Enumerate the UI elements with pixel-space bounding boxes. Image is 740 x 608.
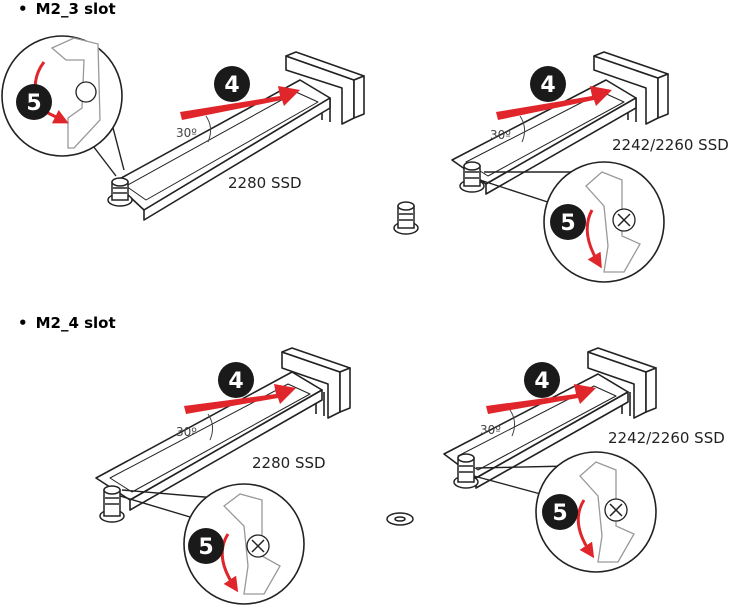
angle-label: 30º <box>480 423 501 437</box>
standoff-icon <box>459 161 485 193</box>
step-badge-4: 4 <box>224 73 239 98</box>
step-badge-5: 5 <box>552 501 567 526</box>
step-badge-icon: 4 <box>524 362 560 398</box>
zoom-callout: 5 <box>183 483 305 605</box>
panel-m2-3-2242-2260: 30º 4 2242/2260 SSD 5 <box>451 51 729 283</box>
latch-clip-icon <box>579 461 635 563</box>
zoom-callout: 5 <box>535 451 657 573</box>
standoff-icon <box>99 485 125 523</box>
latch-clip-icon <box>50 37 101 149</box>
callout-line <box>89 141 117 177</box>
section-title-m2-4: •M2_4 slot <box>18 314 116 332</box>
step-badge-icon: 4 <box>214 66 250 102</box>
ssd-size-label: 2242/2260 SSD <box>612 136 729 154</box>
panel-m2-4-2242-2260: 30º 4 2242/2260 SSD 5 <box>443 347 725 573</box>
zoom-callout: 5 <box>1 35 123 157</box>
latch-clip-icon <box>585 171 641 273</box>
insert-arrow-icon <box>180 86 300 120</box>
m2-slot-icon <box>281 347 351 419</box>
callout-line <box>121 489 217 499</box>
m2-slot-icon <box>593 51 669 125</box>
step-badge-icon: 4 <box>218 362 254 398</box>
callout-line <box>119 495 201 521</box>
step-badge-icon: 5 <box>16 84 52 120</box>
angle-label: 30º <box>490 128 511 142</box>
standoff-icon <box>453 453 479 489</box>
ssd-card-icon <box>113 79 331 221</box>
section-title-m2-3: •M2_3 slot <box>18 0 116 18</box>
step-badge-5: 5 <box>198 535 213 560</box>
latch-clip-icon <box>223 493 281 595</box>
ssd-size-label: 2280 SSD <box>252 454 326 472</box>
ssd-size-label: 2242/2260 SSD <box>608 429 725 447</box>
washer-icon <box>386 512 414 526</box>
step-badge-4: 4 <box>228 369 243 394</box>
callout-line <box>473 475 549 497</box>
step-badge-icon: 5 <box>542 494 578 530</box>
step-badge-icon: 4 <box>530 66 566 102</box>
standoff-icon <box>393 201 419 235</box>
ssd-size-label: 2280 SSD <box>228 174 302 192</box>
insert-arrow-icon <box>184 384 296 414</box>
insert-arrow-icon <box>496 86 612 120</box>
zoom-callout: 5 <box>543 161 665 283</box>
m2-slot-icon <box>587 347 657 419</box>
angle-label: 30º <box>176 126 197 140</box>
step-badge-4: 4 <box>534 369 549 394</box>
step-badge-5: 5 <box>560 211 575 236</box>
standoff-icon <box>107 177 133 207</box>
angle-label: 30º <box>176 425 197 439</box>
callout-line <box>475 465 571 469</box>
rotate-arrow-icon <box>220 533 239 593</box>
step-badge-icon: 5 <box>550 204 586 240</box>
panel-m2-3-2280: 30º 4 2280 SSD 5 <box>1 35 365 221</box>
step-badge-icon: 5 <box>188 528 224 564</box>
ssd-card-icon <box>95 371 323 511</box>
rotate-arrow-icon <box>585 209 602 269</box>
step-badge-4: 4 <box>540 73 555 98</box>
step-badge-5: 5 <box>26 91 41 116</box>
callout-line <box>479 179 561 207</box>
rotate-arrow-icon <box>576 499 595 559</box>
panel-m2-4-2280: 30º 4 2280 SSD 5 <box>95 347 351 605</box>
insert-arrow-icon <box>486 384 596 414</box>
callout-line <box>111 123 125 171</box>
